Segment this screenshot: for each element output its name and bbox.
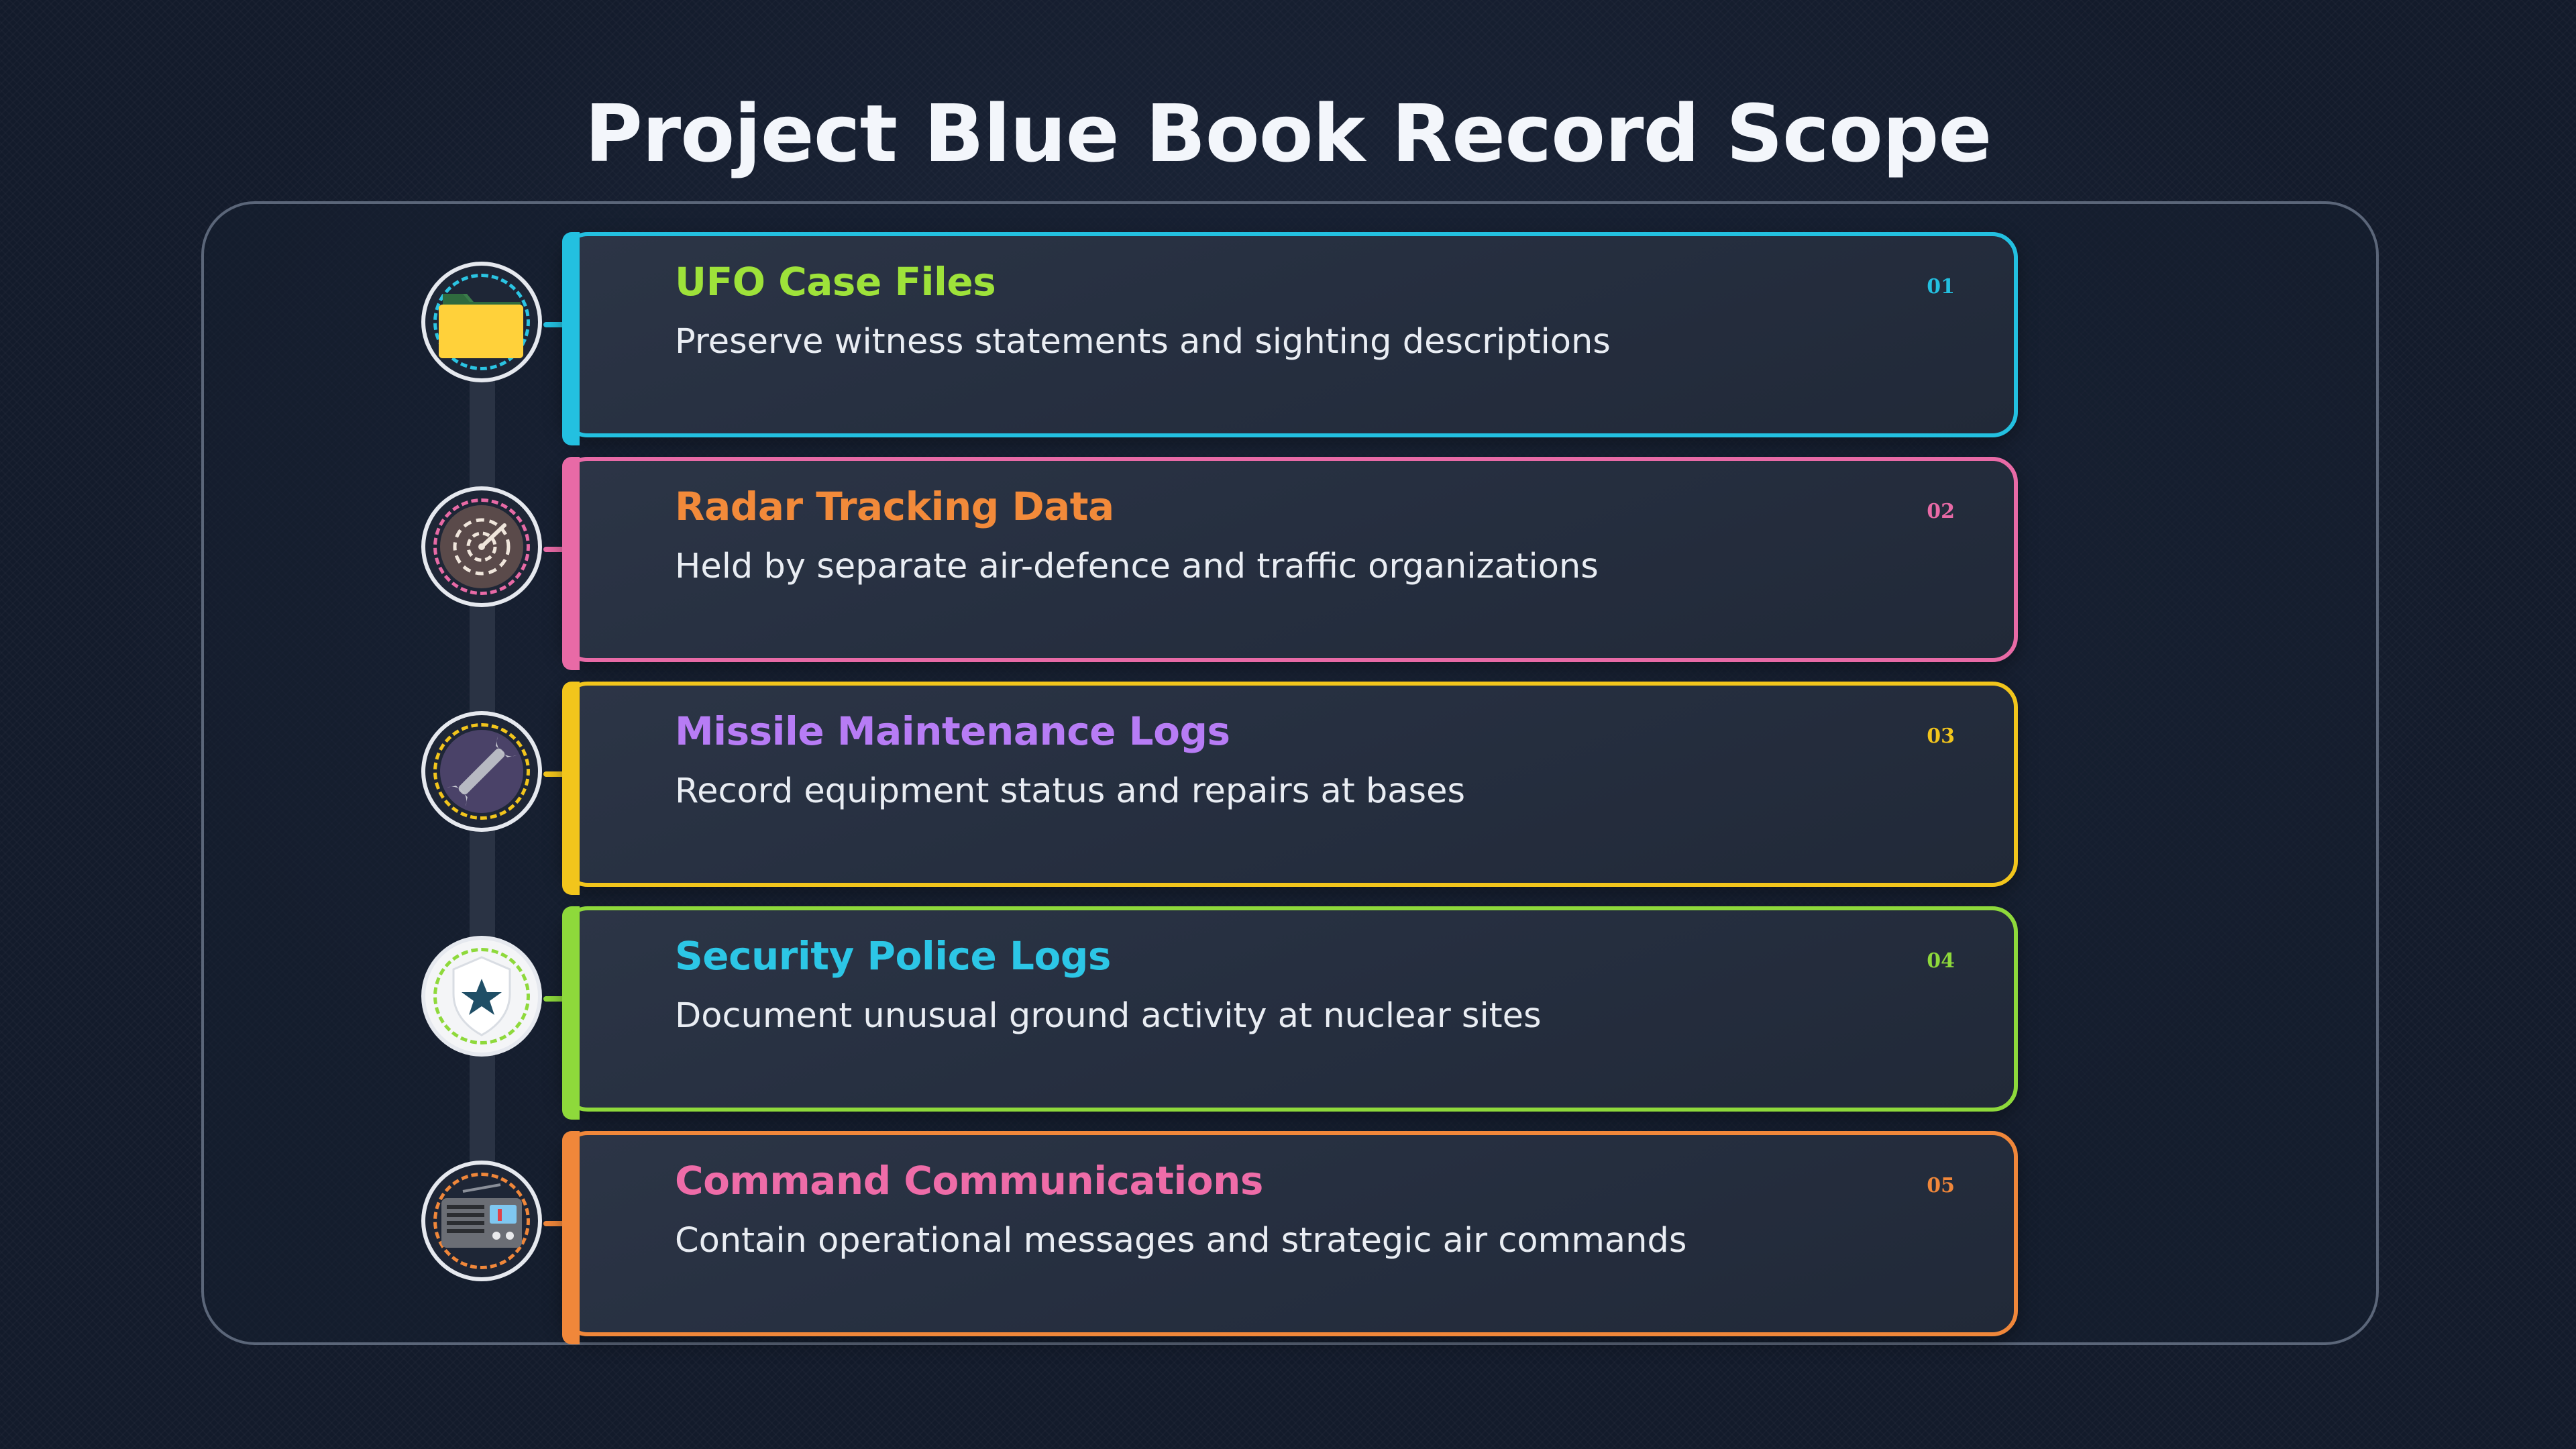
police-badge-icon bbox=[421, 936, 542, 1057]
card-description: Held by separate air-defence and traffic… bbox=[675, 547, 1599, 586]
record-item: Command Communications Contain operation… bbox=[0, 1131, 2576, 1344]
card-accent-bar bbox=[562, 906, 580, 1120]
connector-line bbox=[543, 771, 570, 777]
connector-line bbox=[543, 547, 570, 552]
record-item: Security Police Logs Document unusual gr… bbox=[0, 906, 2576, 1120]
card-description: Document unusual ground activity at nucl… bbox=[675, 996, 1542, 1036]
card-accent-bar bbox=[562, 682, 580, 895]
card-title: Command Communications bbox=[675, 1158, 1263, 1203]
card-number: 05 bbox=[1927, 1174, 1955, 1197]
record-card: Missile Maintenance Logs Record equipmen… bbox=[562, 682, 2018, 895]
card-title: Missile Maintenance Logs bbox=[675, 708, 1230, 754]
card-number: 03 bbox=[1927, 724, 1955, 748]
record-card: Radar Tracking Data Held by separate air… bbox=[562, 457, 2018, 670]
card-number: 01 bbox=[1927, 275, 1955, 299]
record-item: Missile Maintenance Logs Record equipmen… bbox=[0, 682, 2576, 895]
card-accent-bar bbox=[562, 232, 580, 445]
card-title: UFO Case Files bbox=[675, 259, 996, 305]
folder-icon bbox=[421, 262, 542, 382]
card-title: Radar Tracking Data bbox=[675, 484, 1114, 529]
record-item: Radar Tracking Data Held by separate air… bbox=[0, 457, 2576, 670]
card-number: 04 bbox=[1927, 949, 1955, 973]
page-title: Project Blue Book Record Scope bbox=[584, 87, 1992, 180]
card-accent-bar bbox=[562, 1131, 580, 1344]
card-description: Preserve witness statements and sighting… bbox=[675, 322, 1611, 362]
connector-line bbox=[543, 1221, 570, 1226]
connector-line bbox=[543, 322, 570, 327]
card-description: Contain operational messages and strateg… bbox=[675, 1221, 1687, 1260]
card-number: 02 bbox=[1927, 500, 1955, 523]
record-card: UFO Case Files Preserve witness statemen… bbox=[562, 232, 2018, 445]
radio-icon bbox=[421, 1161, 542, 1281]
record-item: UFO Case Files Preserve witness statemen… bbox=[0, 232, 2576, 445]
wrench-icon bbox=[421, 711, 542, 832]
radar-icon bbox=[421, 486, 542, 607]
record-card: Security Police Logs Document unusual gr… bbox=[562, 906, 2018, 1120]
connector-line bbox=[543, 996, 570, 1002]
card-title: Security Police Logs bbox=[675, 933, 1111, 979]
card-accent-bar bbox=[562, 457, 580, 670]
record-card: Command Communications Contain operation… bbox=[562, 1131, 2018, 1344]
card-description: Record equipment status and repairs at b… bbox=[675, 771, 1466, 811]
